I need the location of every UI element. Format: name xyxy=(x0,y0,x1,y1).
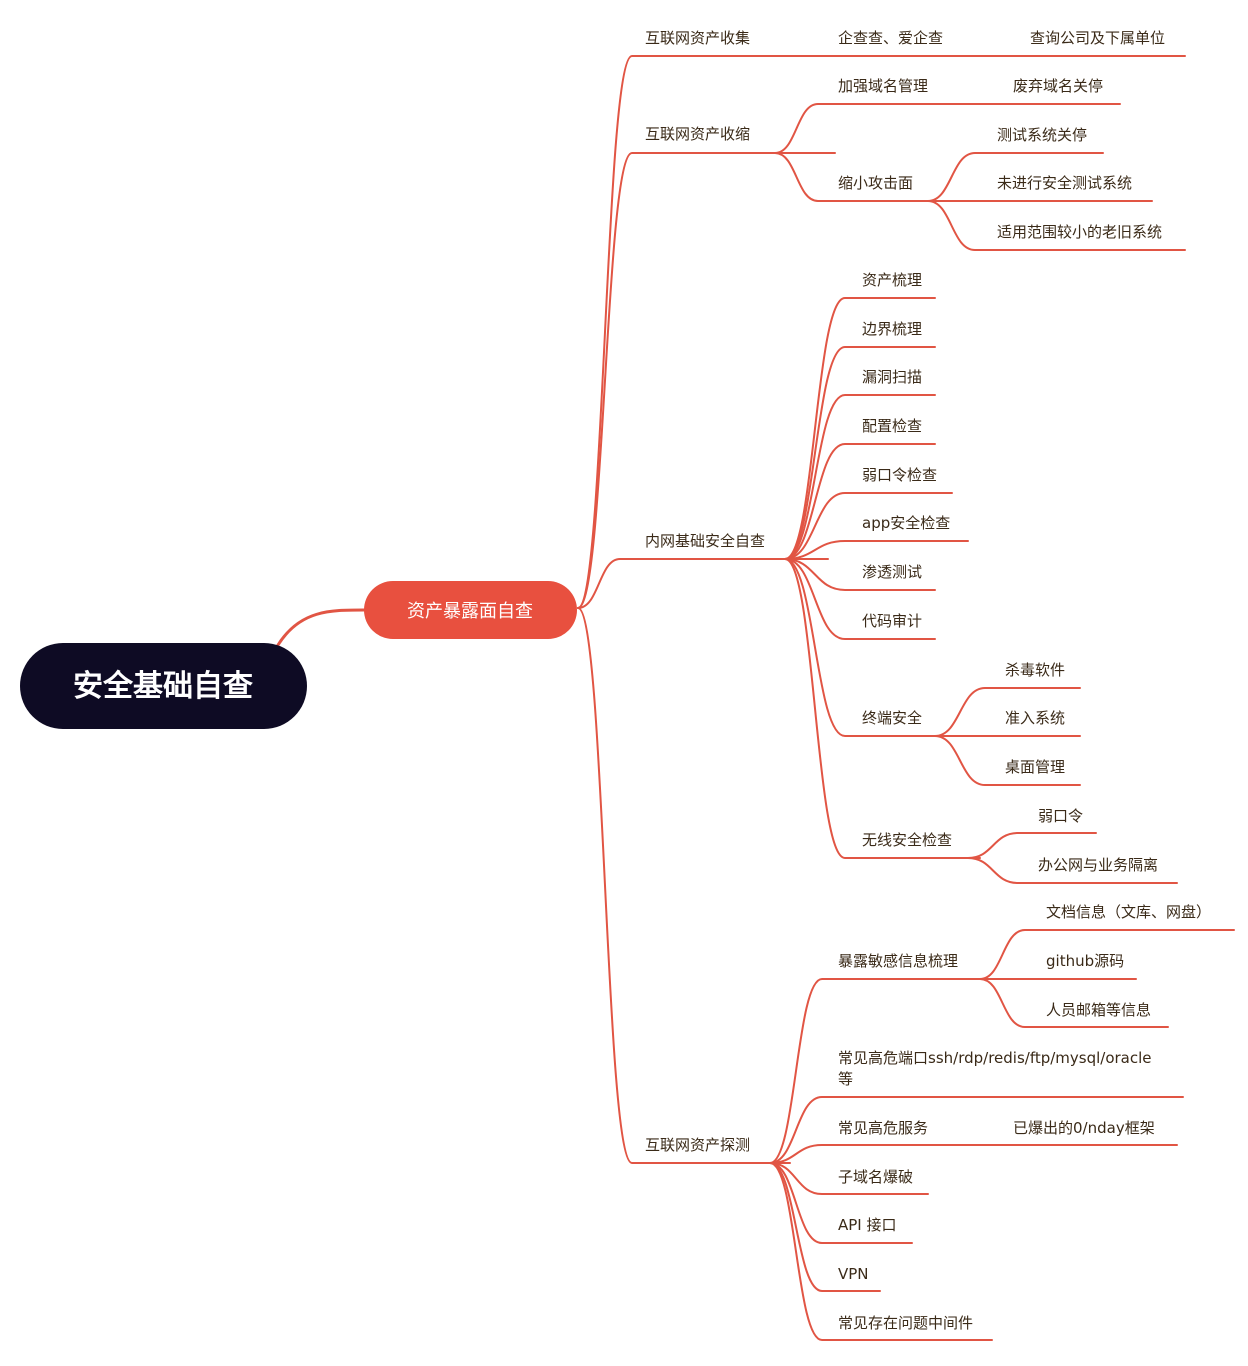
node-endpoint-leaf[interactable]: 准入系统 xyxy=(1005,709,1065,727)
connector-line xyxy=(934,687,1081,737)
connector-line xyxy=(784,394,936,560)
node-attack-leaf[interactable]: 未进行安全测试系统 xyxy=(997,174,1132,192)
node-sensitive-info[interactable]: 暴露敏感信息梳理 xyxy=(838,952,958,970)
root-node-shape xyxy=(20,643,307,729)
node-wireless-check[interactable]: 无线安全检查 xyxy=(862,831,952,849)
level1-label: 资产暴露面自查 xyxy=(407,601,533,622)
node-wireless-leaf[interactable]: 弱口令 xyxy=(1038,807,1083,825)
node-wireless-leaf[interactable]: 办公网与业务隔离 xyxy=(1038,856,1158,874)
connector-line xyxy=(577,558,829,609)
node-sensitive-leaf[interactable]: 文档信息（文库、网盘） xyxy=(1046,903,1211,921)
node-sensitive-leaf[interactable]: 人员邮箱等信息 xyxy=(1046,1001,1151,1019)
connector-line xyxy=(784,558,946,737)
connector-line xyxy=(769,1162,993,1341)
root-label: 安全基础自查 xyxy=(73,669,253,704)
connector-line xyxy=(769,1162,881,1292)
connector-lines xyxy=(276,55,1235,1341)
node-nday-framework[interactable]: 已爆出的0/nday框架 xyxy=(1013,1119,1155,1137)
node-probe-item[interactable]: VPN xyxy=(838,1265,869,1283)
node-endpoint-leaf[interactable]: 桌面管理 xyxy=(1005,758,1065,776)
node-domain-shutdown[interactable]: 废弃域名关停 xyxy=(1013,77,1103,95)
node-intranet-item[interactable]: 资产梳理 xyxy=(862,271,922,289)
node-high-risk-service[interactable]: 常见高危服务 xyxy=(838,1119,928,1137)
node-high-risk-ports[interactable]: 常见高危端口ssh/rdp/redis/ftp/mysql/oracle xyxy=(838,1049,1152,1067)
connector-line xyxy=(577,607,791,1164)
node-asset-collect[interactable]: 互联网资产收集 xyxy=(645,29,750,47)
node-intranet-item[interactable]: 边界梳理 xyxy=(862,320,922,338)
connector-line xyxy=(927,200,1186,251)
node-asset-probe[interactable]: 互联网资产探测 xyxy=(645,1136,750,1154)
node-company-query[interactable]: 查询公司及下属单位 xyxy=(1030,29,1165,47)
connector-line xyxy=(784,558,936,640)
connector-line xyxy=(979,978,1169,1028)
node-attack-leaf[interactable]: 适用范围较小的老旧系统 xyxy=(997,223,1162,241)
connector-line xyxy=(577,152,836,609)
node-sensitive-leaf[interactable]: github源码 xyxy=(1046,952,1124,970)
connector-line xyxy=(774,103,1001,154)
connector-line xyxy=(784,346,936,560)
connector-line xyxy=(769,978,986,1164)
node-intranet-check[interactable]: 内网基础安全自查 xyxy=(645,532,765,550)
level1-node[interactable]: 资产暴露面自查 xyxy=(364,581,577,639)
node-probe-item[interactable]: 子域名爆破 xyxy=(838,1168,913,1186)
node-asset-shrink[interactable]: 互联网资产收缩 xyxy=(645,125,750,143)
node-endpoint-security[interactable]: 终端安全 xyxy=(862,709,922,727)
node-intranet-item[interactable]: 漏洞扫描 xyxy=(862,368,922,386)
node-attack-surface[interactable]: 缩小攻击面 xyxy=(838,174,913,192)
root-node[interactable]: 安全基础自查 xyxy=(20,643,307,729)
node-intranet-item[interactable]: 配置检查 xyxy=(862,417,922,435)
connector-line xyxy=(784,297,936,560)
connector-line xyxy=(774,152,946,202)
connector-line xyxy=(967,857,1178,884)
connector-line xyxy=(784,492,953,560)
node-domain-mgmt[interactable]: 加强域名管理 xyxy=(838,77,928,95)
connector-line xyxy=(784,558,981,859)
connector-line xyxy=(784,443,936,560)
connector-line xyxy=(934,735,1081,786)
connector-line xyxy=(769,1162,913,1244)
connector-line xyxy=(577,55,836,609)
connector-line xyxy=(784,540,969,560)
connector-line xyxy=(784,558,936,591)
node-intranet-item[interactable]: app安全检查 xyxy=(862,514,950,532)
connector-line xyxy=(979,929,1235,980)
node-probe-item[interactable]: 常见存在问题中间件 xyxy=(838,1314,973,1332)
connector-line xyxy=(769,1096,1184,1164)
node-high-risk-ports-cont[interactable]: 等 xyxy=(838,1070,853,1088)
connector-line xyxy=(967,832,1097,859)
node-intranet-item[interactable]: 渗透测试 xyxy=(862,563,922,581)
node-intranet-item[interactable]: 弱口令检查 xyxy=(862,466,937,484)
connector-line xyxy=(927,152,1104,202)
node-endpoint-leaf[interactable]: 杀毒软件 xyxy=(1005,661,1065,679)
connector-line xyxy=(769,1144,946,1164)
node-probe-item[interactable]: API 接口 xyxy=(838,1216,897,1234)
node-attack-leaf[interactable]: 测试系统关停 xyxy=(997,126,1087,144)
connector-line xyxy=(276,608,366,647)
node-qichacha[interactable]: 企查查、爱企查 xyxy=(838,29,943,47)
level1-node-shape xyxy=(364,581,577,639)
node-intranet-item[interactable]: 代码审计 xyxy=(862,612,922,630)
connector-line xyxy=(769,1162,929,1195)
